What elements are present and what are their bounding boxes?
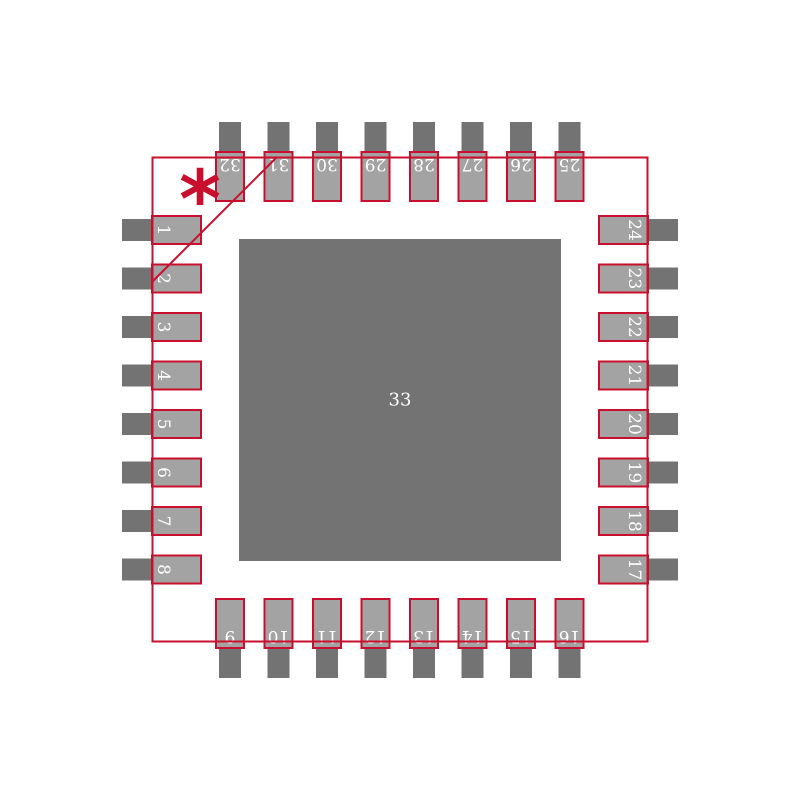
pad-pin-13: [409, 598, 439, 649]
top-terminal: [219, 122, 241, 152]
pin-label: 12: [365, 626, 387, 646]
bottom-terminal: [316, 648, 338, 678]
pin-label: 16: [559, 626, 581, 646]
pin-label: 8: [153, 564, 173, 575]
pad-pin-20: [598, 409, 649, 439]
pad-pin-29: [360, 151, 391, 202]
bottom-terminal: [364, 648, 387, 678]
pad-pin-31: [263, 151, 294, 202]
pad-pin-16: [554, 598, 585, 649]
right-terminal: [648, 461, 678, 484]
pad-pin-1: [151, 215, 202, 245]
thermal-pad: [239, 239, 561, 561]
left-terminal: [122, 461, 152, 484]
pin-label: 27: [462, 154, 484, 174]
pin-label: 26: [510, 154, 532, 174]
right-terminal: [648, 219, 678, 241]
pin1-chamfer-line: [151, 156, 278, 283]
right-terminal: [648, 316, 678, 338]
bottom-terminal: [510, 648, 532, 678]
pad-pin-23: [598, 263, 649, 294]
right-terminal: [648, 510, 678, 532]
pin-label: 19: [624, 462, 644, 484]
pin-label: 28: [413, 154, 435, 174]
left-terminal: [122, 510, 152, 532]
top-terminal: [364, 122, 387, 152]
pin-label: 23: [624, 268, 644, 290]
pad-pin-12: [360, 598, 391, 649]
body-outline: [151, 156, 649, 643]
pad-pin-25: [554, 151, 585, 202]
pad-pin-9: [215, 598, 245, 649]
pin-label: 25: [559, 154, 581, 174]
top-terminal: [267, 122, 290, 152]
pad-pin-32: [215, 151, 245, 202]
pin-label: 32: [219, 154, 241, 174]
pin-label: 29: [365, 154, 387, 174]
pin-label: 17: [624, 559, 644, 581]
pin-label: 18: [624, 510, 644, 532]
left-terminal: [122, 316, 152, 338]
pin-label: 4: [153, 370, 173, 381]
pin-label: 15: [510, 626, 532, 646]
bottom-terminal: [267, 648, 290, 678]
pin1-marker: *: [179, 154, 221, 247]
pin-label: 11: [316, 626, 338, 646]
left-terminal: [122, 219, 152, 241]
pin-label: 5: [153, 419, 173, 430]
left-terminal: [122, 413, 152, 435]
terminal-group: [122, 122, 678, 678]
pin-label: 20: [624, 413, 644, 435]
top-terminal: [461, 122, 484, 152]
pad-pin-30: [312, 151, 342, 202]
bottom-terminal: [558, 648, 581, 678]
pin-label: 3: [153, 322, 173, 333]
pin-label: 6: [153, 467, 173, 478]
thermal-pad-label: 33: [389, 390, 412, 411]
top-terminal: [413, 122, 435, 152]
pad-pin-6: [151, 457, 202, 488]
top-terminal: [316, 122, 338, 152]
pad-pin-10: [263, 598, 294, 649]
pad-pin-19: [598, 457, 649, 488]
left-terminal: [122, 267, 152, 290]
bottom-terminal: [219, 648, 241, 678]
left-terminal: [122, 558, 152, 581]
pad-pin-14: [457, 598, 488, 649]
bottom-terminal: [461, 648, 484, 678]
pin-label: 7: [153, 516, 173, 527]
pin-label: 14: [462, 626, 484, 646]
right-terminal: [648, 267, 678, 290]
right-terminal: [648, 413, 678, 435]
top-terminal: [510, 122, 532, 152]
pin-label: 13: [413, 626, 435, 646]
pad-pin-17: [598, 554, 649, 585]
pad-pin-22: [598, 312, 649, 342]
pin-label: 9: [225, 626, 236, 646]
bottom-terminal: [413, 648, 435, 678]
pin-label: 22: [624, 316, 644, 338]
pin-label: 21: [624, 365, 644, 387]
pad-pin-26: [506, 151, 536, 202]
pin-label: 2: [153, 273, 173, 284]
pin-label: 10: [268, 626, 290, 646]
pad-pin-27: [457, 151, 488, 202]
right-terminal: [648, 558, 678, 581]
top-terminal: [558, 122, 581, 152]
left-terminal: [122, 364, 152, 387]
pin-label: 24: [624, 219, 644, 241]
pin-label: 31: [268, 154, 290, 174]
pad-pin-11: [312, 598, 342, 649]
pad-pin-4: [151, 360, 202, 391]
right-terminal: [648, 364, 678, 387]
pad-pin-15: [506, 598, 536, 649]
pin-label: 1: [153, 225, 173, 236]
pin-label: 30: [316, 154, 338, 174]
pad-pin-28: [409, 151, 439, 202]
